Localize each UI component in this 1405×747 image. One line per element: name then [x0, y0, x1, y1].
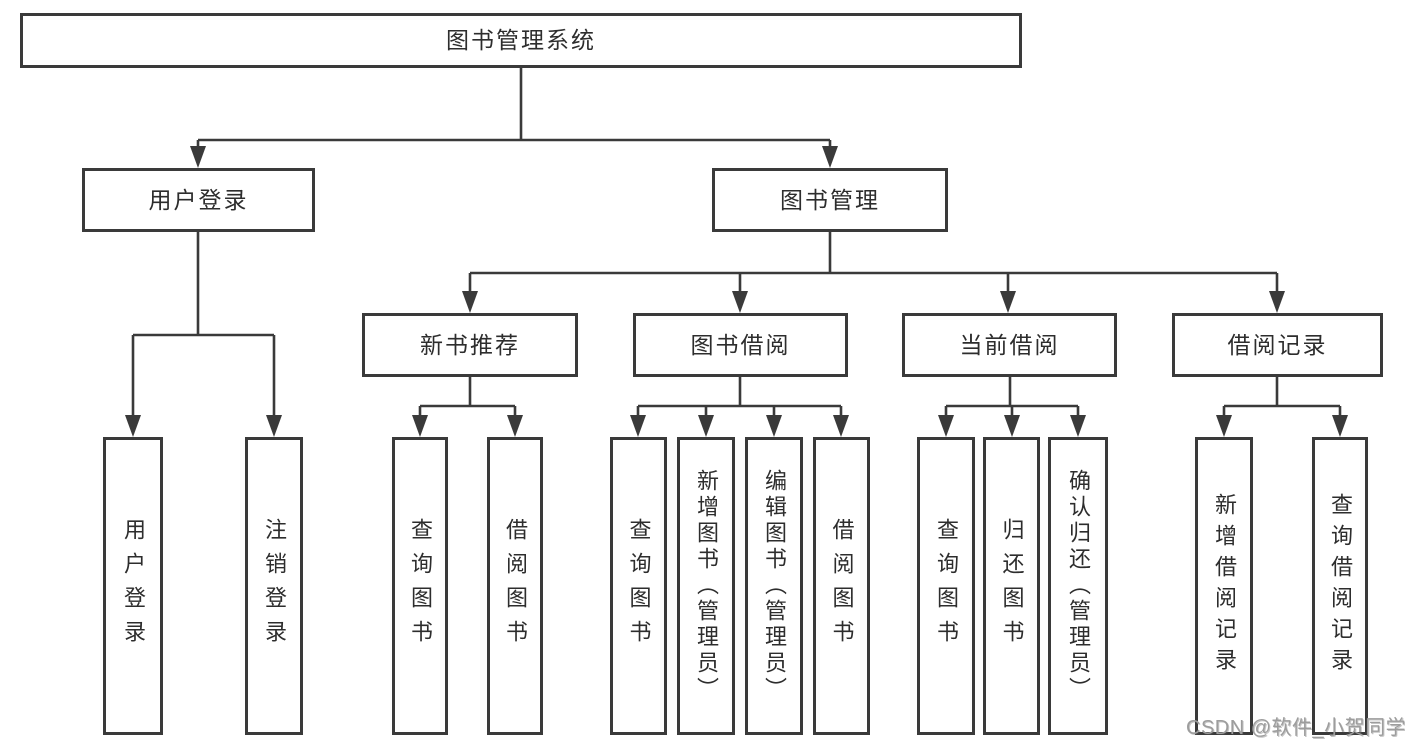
leaf-label: 编辑图书（管理员）	[762, 469, 787, 703]
leaf-label: 借阅图书	[829, 518, 855, 654]
node-user-login: 用户登录	[82, 168, 315, 232]
arrowhead	[833, 415, 849, 437]
arrowhead	[938, 415, 954, 437]
leaf-bb-query-book: 查询图书	[610, 437, 667, 735]
node-library-management-system: 图书管理系统	[20, 13, 1022, 68]
node-label: 新书推荐	[420, 331, 520, 358]
node-label: 用户登录	[148, 186, 249, 213]
node-label: 借阅记录	[1227, 331, 1328, 358]
leaf-br-add-record: 新增借阅记录	[1195, 437, 1253, 735]
leaf-label: 归还图书	[999, 518, 1025, 654]
connector-newbookrec-to-leaves	[418, 377, 517, 417]
arrowhead	[125, 415, 141, 437]
connector-root-to-level2	[196, 68, 832, 150]
arrowhead	[412, 415, 428, 437]
connector-currentborrow-to-leaves	[944, 377, 1080, 417]
leaf-cb-query-book: 查询图书	[917, 437, 975, 735]
connector-borrowrecord-to-leaves	[1222, 377, 1342, 417]
arrowhead	[1000, 291, 1016, 313]
leaf-label: 查询图书	[934, 518, 959, 654]
node-label: 当前借阅	[959, 331, 1060, 358]
leaf-user-login: 用户登录	[103, 437, 163, 735]
leaf-cb-confirm-return-admin: 确认归还（管理员）	[1048, 437, 1108, 735]
arrowhead	[766, 415, 782, 437]
node-book-management: 图书管理	[712, 168, 948, 232]
arrowhead	[1332, 415, 1348, 437]
leaf-cb-return-book: 归还图书	[983, 437, 1040, 735]
node-label: 图书借阅	[690, 331, 791, 358]
leaf-label: 新增借阅记录	[1212, 493, 1237, 679]
arrowhead	[462, 291, 478, 313]
leaf-label: 确认归还（管理员）	[1066, 469, 1091, 703]
leaf-label: 查询图书	[408, 518, 433, 654]
arrowhead	[698, 415, 714, 437]
leaf-bb-add-book-admin: 新增图书（管理员）	[677, 437, 735, 735]
arrowhead	[1004, 415, 1020, 437]
node-current-borrow: 当前借阅	[902, 313, 1117, 377]
leaf-rec-borrow-book: 借阅图书	[487, 437, 543, 735]
leaf-br-query-record: 查询借阅记录	[1312, 437, 1368, 735]
connector-paths	[131, 68, 1342, 417]
arrowhead	[732, 291, 748, 313]
arrowhead	[822, 146, 838, 168]
node-label: 图书管理系统	[446, 27, 596, 53]
leaf-rec-query-book: 查询图书	[392, 437, 448, 735]
arrowhead	[190, 146, 206, 168]
csdn-watermark: CSDN @软件_小贺同学	[1186, 717, 1405, 739]
leaf-bb-edit-book-admin: 编辑图书（管理员）	[745, 437, 803, 735]
node-borrow-record: 借阅记录	[1172, 313, 1383, 377]
leaf-bb-borrow-book: 借阅图书	[813, 437, 870, 735]
connector-userlogin-to-leaves	[131, 232, 276, 417]
node-new-book-recommend: 新书推荐	[362, 313, 578, 377]
arrowhead	[1070, 415, 1086, 437]
leaf-label: 注销登录	[262, 518, 287, 654]
arrowhead	[630, 415, 646, 437]
arrowhead	[1269, 291, 1285, 313]
leaf-label: 新增图书（管理员）	[694, 469, 719, 703]
connector-bookborrow-to-leaves	[636, 377, 843, 417]
leaf-label: 用户登录	[121, 518, 146, 654]
arrowhead	[1216, 415, 1232, 437]
arrowhead	[507, 415, 523, 437]
node-book-borrow: 图书借阅	[633, 313, 848, 377]
leaf-label: 查询图书	[626, 518, 652, 654]
connector-bookmgmt-to-level3	[468, 232, 1279, 293]
leaf-logout: 注销登录	[245, 437, 303, 735]
node-label: 图书管理	[780, 186, 880, 213]
arrowheads	[125, 146, 1348, 437]
leaf-label: 借阅图书	[503, 518, 528, 654]
arrowhead	[266, 415, 282, 437]
leaf-label: 查询借阅记录	[1328, 493, 1353, 679]
